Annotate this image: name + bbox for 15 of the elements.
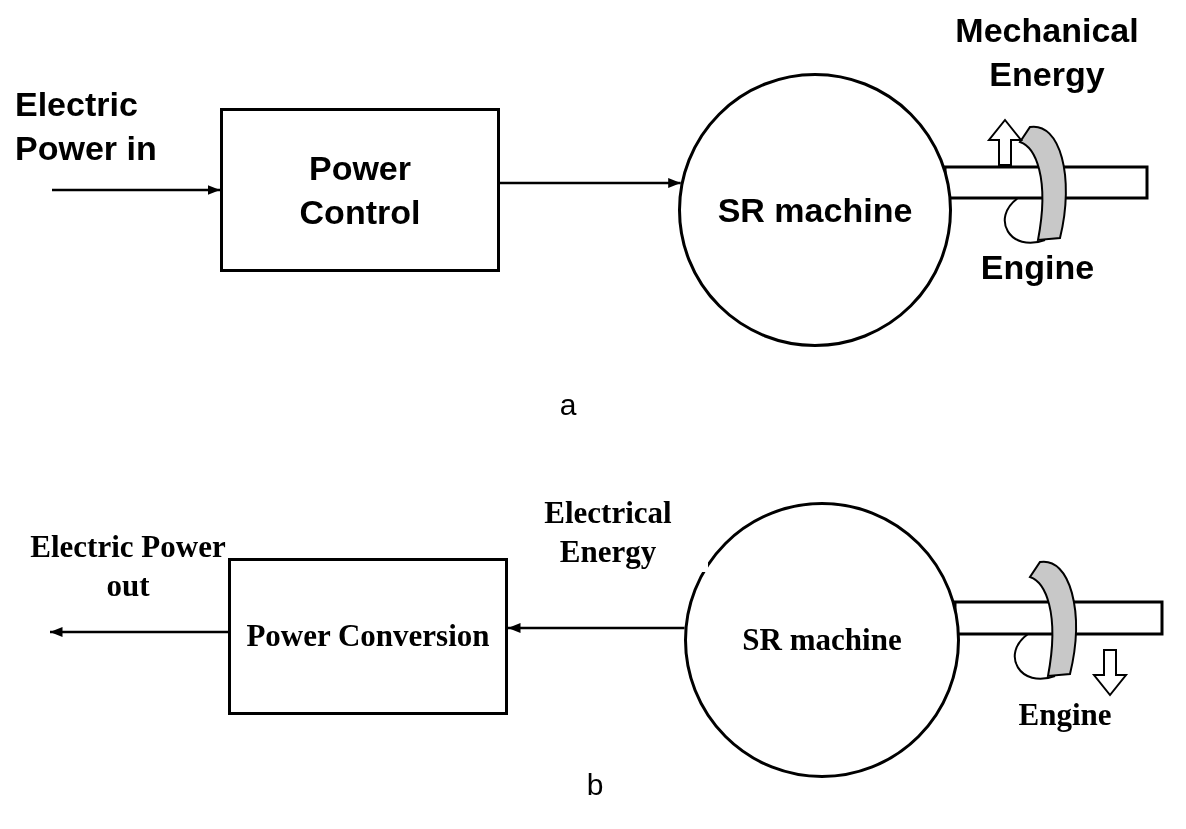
arrow <box>508 623 685 633</box>
panel-label: b <box>585 767 605 803</box>
part-label: Mechanical Energy <box>954 10 1140 96</box>
arrow <box>500 178 681 188</box>
part-label: Engine <box>979 247 1096 288</box>
node-label: Power Control <box>298 147 422 233</box>
part-label: Engine <box>1017 696 1113 734</box>
block-box <box>220 108 500 272</box>
node-label: SR machine <box>717 189 913 231</box>
node-label: SR machine <box>742 620 902 659</box>
arrow <box>52 185 220 195</box>
arrow <box>50 627 228 637</box>
panel-label: a <box>558 387 578 423</box>
node-label: Power Conversion <box>246 617 490 656</box>
block-box <box>228 558 508 715</box>
